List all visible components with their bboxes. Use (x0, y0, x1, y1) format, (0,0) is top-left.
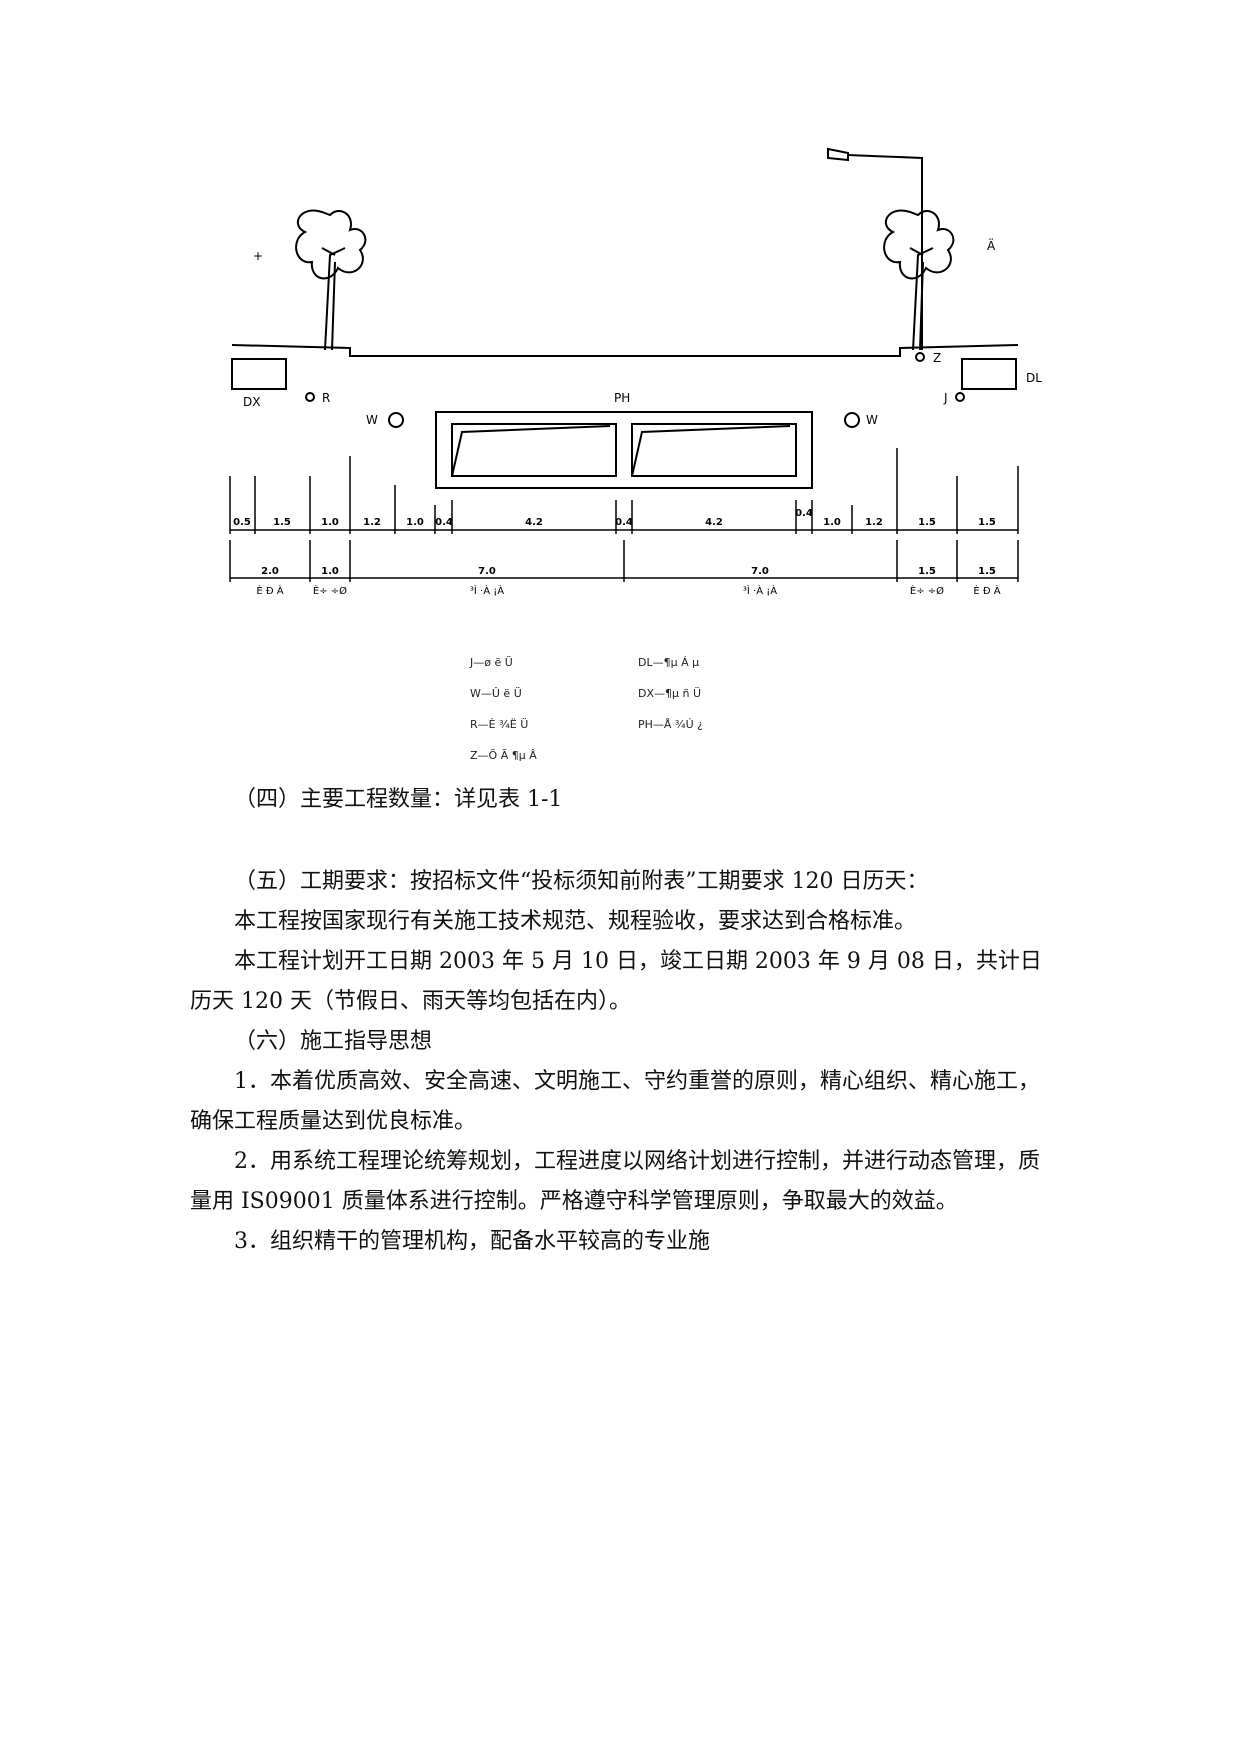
dim-top-11: 1.2 (865, 517, 883, 528)
dim-top-3: 1.2 (363, 517, 381, 528)
r-pipe-icon (305, 392, 315, 402)
legend-j: J—ø ë Ü (470, 656, 513, 669)
j-pipe-icon (955, 392, 965, 402)
bottom-label-3: ³Ì ·À ¡À (743, 584, 777, 597)
dim-bottom-5: 1.5 (978, 566, 996, 577)
dim-top-7: 0.4 (615, 517, 633, 528)
dim-top-0: 0.5 (233, 517, 251, 528)
road-cross-section-drawing: 0.5 1.5 1.0 1.2 1.0 0.4 4.2 0.4 4.2 0.4 … (229, 147, 1042, 597)
dimension-row-bottom (229, 540, 1019, 582)
j-label: J (943, 391, 948, 405)
z-pipe-icon (915, 352, 925, 362)
schedule-paragraph: 本工程计划开工日期 2003 年 5 月 10 日，竣工日期 2003 年 9 … (190, 949, 1042, 1014)
legend-r: R—È ¾Ë Ü (470, 718, 529, 731)
dim-top-6: 4.2 (525, 517, 543, 528)
w-right-label: W (866, 413, 878, 427)
bottom-label-0: È Ð À (256, 584, 283, 597)
section-six-heading: （六）施工指导思想 (234, 1029, 433, 1054)
acceptance-standard-paragraph: 本工程按国家现行有关施工技术规范、规程验收，要求达到合格标准。 (234, 909, 917, 934)
top-right-label: Ä (987, 238, 996, 253)
guideline-item-3: 3．组织精干的管理机构，配备水平较高的专业施 (234, 1229, 710, 1254)
dim-bottom-3: 7.0 (751, 566, 769, 577)
legend-z: Z—Õ Ã ¶µ Â (470, 749, 537, 762)
legend-w: W—Û ë Ü (470, 687, 522, 700)
section-four-heading: （四）主要工程数量：详见表 1-1 (234, 787, 563, 812)
bottom-label-1: È÷ ÷Ø (313, 584, 347, 597)
guideline-item-2: 2．用系统工程理论统筹规划，工程进度以网络计划进行控制，并进行动态管理，质量用 … (190, 1149, 1040, 1214)
legend-dx: DX—¶µ ñ Ü (638, 687, 702, 700)
dim-top-1: 1.5 (273, 517, 291, 528)
street-lamp-icon (827, 147, 923, 350)
dim-bottom-1: 1.0 (321, 566, 339, 577)
guideline-item-1: 1．本着优质高效、安全高速、文明施工、守约重誉的原则，精心组织、精心施工，确保工… (190, 1069, 1040, 1134)
left-tree-icon (295, 209, 367, 351)
section-five-heading: （五）工期要求：按招标文件“投标须知前附表”工期要求 120 日历天： (234, 869, 929, 894)
culvert-box (435, 411, 813, 489)
document-body: （四）主要工程数量：详见表 1-1 （五）工期要求：按招标文件“投标须知前附表”… (190, 780, 1060, 1262)
dim-top-9: 0.4 (795, 508, 813, 519)
dim-top-13: 1.5 (978, 517, 996, 528)
dim-top-5: 0.4 (435, 517, 453, 528)
plus-label: + (253, 249, 263, 263)
dx-label: DX (243, 395, 260, 409)
dx-box (231, 358, 287, 390)
dl-box (961, 358, 1017, 390)
road-cross-section-figure: 0.5 1.5 1.0 1.2 1.0 0.4 4.2 0.4 4.2 0.4 … (0, 0, 1241, 780)
z-label: Z (933, 351, 941, 365)
w-right-pipe-icon (844, 412, 860, 428)
dim-top-4: 1.0 (406, 517, 424, 528)
road-profile-line (231, 344, 1019, 357)
bottom-label-5: È Ð À (973, 584, 1000, 597)
bottom-label-2: ³Ì ·À ¡À (470, 584, 504, 597)
legend-ph: PH—Å ¾Ú ¿ (638, 718, 703, 731)
dim-bottom-4: 1.5 (918, 566, 936, 577)
dim-bottom-2: 7.0 (478, 566, 496, 577)
right-tree-icon (883, 209, 955, 351)
w-left-label: W (366, 413, 378, 427)
dim-top-8: 4.2 (705, 517, 723, 528)
bottom-label-4: È÷ ÷Ø (910, 584, 944, 597)
dimension-row-top (229, 448, 1019, 534)
dim-top-12: 1.5 (918, 517, 936, 528)
dim-top-2: 1.0 (321, 517, 339, 528)
w-left-pipe-icon (388, 412, 404, 428)
ph-label: PH (614, 391, 630, 405)
r-label: R (322, 391, 330, 405)
dl-label: DL (1026, 371, 1042, 385)
dim-bottom-0: 2.0 (261, 566, 279, 577)
dim-top-10: 1.0 (823, 517, 841, 528)
legend-dl: DL—¶µ Á µ (638, 656, 700, 669)
